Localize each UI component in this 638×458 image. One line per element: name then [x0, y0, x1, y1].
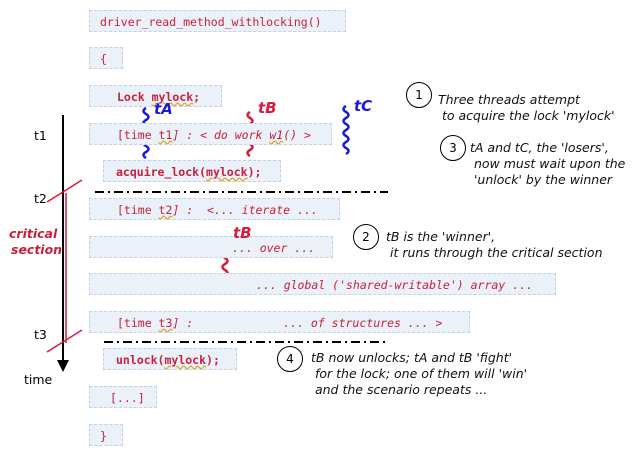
note-1: Three threads attempt to acquire the loc…	[438, 92, 615, 123]
critical-word: critical	[9, 226, 58, 241]
w1-ref: w1	[269, 128, 284, 142]
acquire-end: );	[247, 165, 262, 179]
t2-ref: t2	[158, 203, 173, 217]
thread-label-tB: tB	[258, 99, 277, 117]
timeline-label-t2: t2	[34, 191, 47, 206]
code-line-t1: [time t1] : < do work w1() >	[89, 123, 332, 145]
thread-label-tA: tA	[154, 100, 173, 118]
semicolon: ;	[193, 90, 201, 104]
tC-squiggle	[342, 104, 350, 156]
work-end-text: () >	[283, 128, 311, 142]
note-4: tB now unlocks; tA and tB 'fight' for th…	[311, 350, 528, 397]
step-number-2: 2	[353, 224, 379, 250]
timeline-label-time: time	[24, 372, 53, 387]
iterate-text: ] : <... iterate ...	[172, 203, 318, 217]
time-text: [time	[117, 128, 159, 142]
code-line-global-array: ... global ('shared-writable') array ...	[89, 273, 556, 295]
note-3: tA and tC, the 'losers', now must wait u…	[470, 140, 626, 187]
ellipsis-text: [...]	[110, 391, 145, 405]
step-number-1: 1	[406, 82, 432, 108]
code-line-open-brace: {	[89, 47, 123, 69]
code-line-ellipsis: [...]	[89, 386, 157, 408]
code-line-unlock: unlock(mylock);	[103, 348, 237, 370]
code-line-t3: [time t3] : ... of structures ... >	[89, 311, 470, 333]
timeline-label-t1: t1	[34, 128, 47, 143]
code-line-over: ... over ...	[89, 236, 333, 258]
step-number-4: 4	[277, 346, 303, 372]
time-text: [time	[117, 203, 159, 217]
code-line-close-brace: }	[89, 424, 123, 446]
global-array-text: ... global ('shared-writable') array ...	[256, 278, 533, 292]
mylock-ref: mylock	[151, 90, 194, 104]
timeline-label-t3: t3	[34, 327, 47, 342]
note-2: tB is the 'winner', it runs through the …	[386, 229, 603, 260]
mylock-ref: mylock	[206, 165, 248, 179]
time-text: [time	[117, 316, 159, 330]
over-text: ... over ...	[232, 241, 316, 255]
unlock-end: );	[206, 353, 220, 367]
t2-cross-mark	[46, 179, 83, 203]
code-line-function: driver_read_method_withlocking()	[89, 10, 346, 32]
unlock-text: unlock(	[116, 353, 165, 367]
mylock-ref: mylock	[164, 353, 207, 367]
t1-ref: t1	[158, 128, 173, 142]
time-axis-arrowhead	[57, 360, 69, 372]
thread-label-tB-critical: tB	[233, 224, 252, 242]
code-line-acquire: acquire_lock(mylock);	[103, 160, 281, 182]
section-word: section	[11, 242, 63, 257]
code-line-t2: [time t2] : <... iterate ...	[89, 198, 340, 220]
open-brace: {	[100, 52, 107, 66]
code-line-lock-decl: Lock mylock;	[89, 85, 222, 107]
t3-ref: t3	[158, 316, 173, 330]
function-name: driver_read_method_withlocking()	[100, 15, 322, 29]
lock-keyword: Lock	[117, 90, 152, 104]
critical-section-label: critical section	[9, 226, 62, 258]
work-text: ] : < do work	[172, 128, 270, 142]
acquire-text: acquire_lock(	[116, 165, 207, 179]
thread-label-tC: tC	[354, 97, 373, 115]
t3-cross-mark	[46, 329, 83, 353]
close-brace: }	[100, 429, 107, 443]
step-number-3: 3	[440, 135, 466, 161]
structures-text: ] : ... of structures ... >	[172, 316, 443, 330]
